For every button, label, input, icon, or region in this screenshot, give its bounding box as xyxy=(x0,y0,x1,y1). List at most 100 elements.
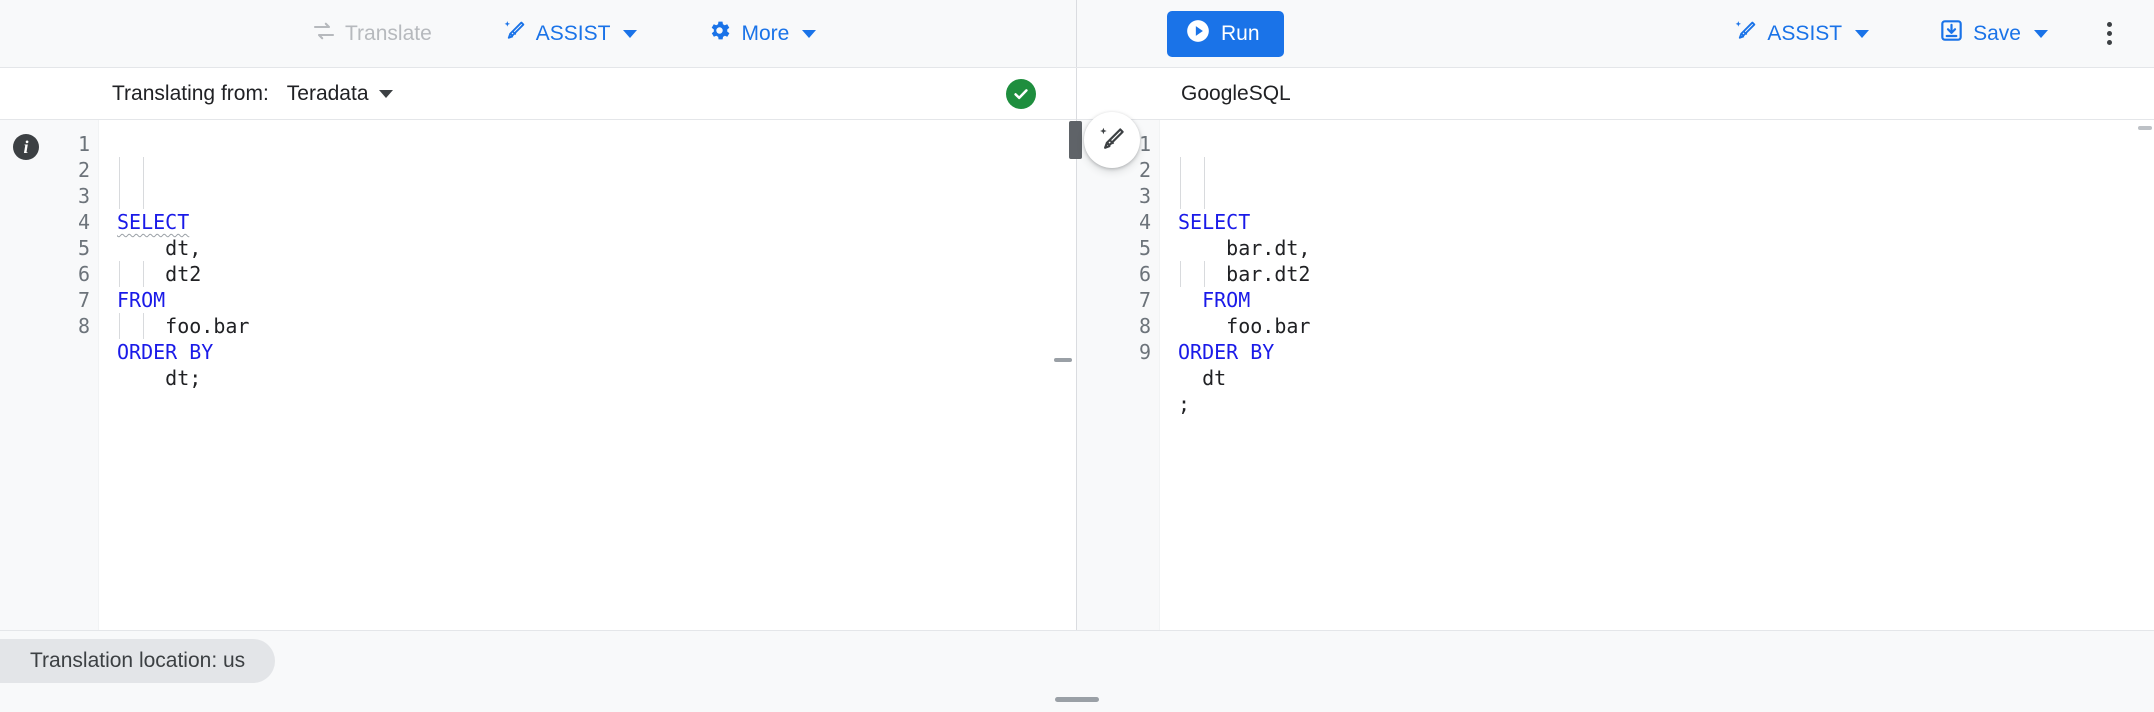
code-line[interactable]: foo.bar xyxy=(1178,313,2154,339)
run-button[interactable]: Run xyxy=(1167,10,1284,57)
line-number: 2 xyxy=(1138,158,1151,182)
more-vert-icon[interactable] xyxy=(2088,13,2130,55)
code-text: dt, xyxy=(117,236,202,260)
sparkle-pencil-icon xyxy=(1733,18,1758,49)
code-line[interactable]: ORDER BY xyxy=(1178,339,2154,365)
code-text: foo.bar xyxy=(1178,314,1311,338)
sql-keyword: FROM xyxy=(1178,288,1251,312)
chevron-down-icon xyxy=(2034,29,2048,38)
translate-swap-icon xyxy=(312,19,336,49)
chevron-down-icon xyxy=(378,89,393,98)
line-number: 4 xyxy=(77,210,90,234)
code-text: dt2 xyxy=(117,262,202,286)
chevron-down-icon xyxy=(802,29,817,38)
toolbar: Translate ASSIST xyxy=(0,0,2154,68)
translating-from-label: Translating from: xyxy=(112,81,269,105)
sparkle-pencil-icon xyxy=(1097,124,1127,157)
target-info-gutter xyxy=(1077,120,1113,630)
ai-edit-fab[interactable] xyxy=(1084,112,1140,168)
line-number: 6 xyxy=(77,262,90,286)
gear-icon xyxy=(707,18,732,49)
toolbar-right-group: Run ASSIST xyxy=(1077,0,2154,67)
code-line[interactable] xyxy=(1178,417,2154,443)
chevron-down-icon xyxy=(623,29,638,38)
code-line[interactable]: bar.dt, xyxy=(1178,235,2154,261)
code-text: bar.dt2 xyxy=(1178,262,1311,286)
source-dialect-select[interactable]: Teradata xyxy=(287,82,393,106)
more-button[interactable]: More xyxy=(695,12,828,56)
code-line[interactable]: FROM xyxy=(117,287,1076,313)
translate-label: Translate xyxy=(345,21,432,45)
line-number: 5 xyxy=(1138,236,1151,260)
assist-label-right: ASSIST xyxy=(1767,21,1843,45)
line-number: 1 xyxy=(77,132,90,156)
assist-button-left[interactable]: ASSIST xyxy=(490,12,650,56)
line-number: 9 xyxy=(1138,340,1151,364)
sql-keyword: ORDER BY xyxy=(1178,340,1275,364)
code-line[interactable]: ORDER BY xyxy=(117,339,1076,365)
line-number: 7 xyxy=(77,288,90,312)
code-line[interactable]: dt, xyxy=(117,235,1076,261)
code-text: dt xyxy=(1178,366,1227,390)
source-dialect-value: Teradata xyxy=(286,81,369,105)
code-line[interactable]: dt xyxy=(1178,365,2154,391)
toolbar-left-group: Translate ASSIST xyxy=(0,0,1077,67)
translation-location-chip: Translation location: us xyxy=(0,639,276,683)
sql-keyword: ORDER BY xyxy=(117,340,214,364)
code-line[interactable]: dt2 xyxy=(117,261,1076,287)
source-pane-header: Translating from: Teradata xyxy=(0,68,1076,120)
more-label: More xyxy=(741,21,790,45)
row-resize-handle[interactable] xyxy=(1055,697,1099,702)
line-number: 8 xyxy=(77,314,90,338)
code-line[interactable]: FROM xyxy=(1178,287,2154,313)
code-text: ; xyxy=(1178,392,1191,416)
target-scroll-indicator[interactable] xyxy=(2138,126,2152,130)
line-number: 6 xyxy=(1138,262,1151,286)
save-label: Save xyxy=(1973,21,2021,45)
line-number: 7 xyxy=(1138,288,1151,312)
play-icon xyxy=(1185,18,1211,50)
save-icon xyxy=(1939,18,1964,49)
sql-keyword: SELECT xyxy=(117,210,190,234)
line-number: 4 xyxy=(1138,210,1151,234)
code-line[interactable]: SELECT xyxy=(1178,209,2154,235)
sparkle-pencil-icon xyxy=(502,18,527,49)
save-button[interactable]: Save xyxy=(1927,12,2060,56)
info-icon[interactable]: i xyxy=(13,134,39,160)
code-line[interactable]: SELECT xyxy=(117,209,1076,235)
line-number: 1 xyxy=(1138,132,1151,156)
check-circle-icon xyxy=(1006,78,1036,109)
code-line[interactable]: bar.dt2 xyxy=(1178,261,2154,287)
code-line[interactable]: ; xyxy=(1178,391,2154,417)
chevron-down-icon xyxy=(1855,29,1870,38)
line-number: 5 xyxy=(77,236,90,260)
source-scroll-indicator[interactable] xyxy=(1054,358,1072,362)
translate-button[interactable]: Translate xyxy=(300,12,444,56)
run-label: Run xyxy=(1221,21,1260,45)
code-line[interactable] xyxy=(117,391,1076,417)
target-pane-header: GoogleSQL xyxy=(1077,68,2154,120)
target-dialect-label: GoogleSQL xyxy=(1181,81,1291,105)
column-resize-handle[interactable] xyxy=(1069,121,1082,159)
sql-keyword: FROM xyxy=(117,288,166,312)
code-text: foo.bar xyxy=(117,314,250,338)
code-line[interactable]: foo.bar xyxy=(117,313,1076,339)
assist-button-right[interactable]: ASSIST xyxy=(1721,12,1881,56)
code-line[interactable]: dt; xyxy=(117,365,1076,391)
footer-bar: Translation location: us xyxy=(0,630,2154,712)
line-number: 3 xyxy=(77,184,90,208)
code-text: bar.dt, xyxy=(1178,236,1311,260)
sql-keyword: SELECT xyxy=(1178,210,1251,234)
line-number: 8 xyxy=(1138,314,1151,338)
code-text: dt; xyxy=(117,366,202,390)
